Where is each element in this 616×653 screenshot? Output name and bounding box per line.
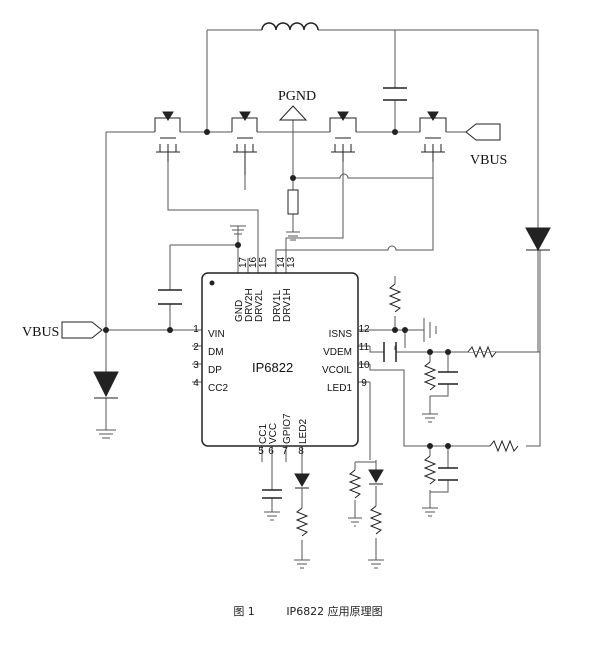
pin-label: DRV1H: [282, 288, 293, 322]
pin-number: 2: [193, 342, 199, 353]
pin-label: VCOIL: [322, 365, 352, 376]
pin-label: DRV2H: [244, 288, 255, 322]
vbus-right-label: VBUS: [470, 153, 507, 168]
pin-number: 4: [193, 378, 199, 389]
pin-number: 16: [248, 256, 259, 268]
pin-label: DM: [208, 347, 224, 358]
vin-capacitor: [158, 289, 182, 305]
pin-label: CC1: [258, 424, 269, 444]
pin-number: 12: [358, 324, 370, 335]
rail-diode: [525, 227, 551, 252]
pin-number: 1: [193, 324, 199, 335]
junctions: [103, 129, 451, 449]
vdem-capacitor: [383, 342, 397, 362]
vcoil-filter-capacitor: [438, 467, 458, 481]
pin-label: DRV2L: [254, 290, 265, 322]
led2-resistor: [295, 507, 309, 537]
mosfet-2: [231, 111, 258, 175]
vdem-resistor: [467, 345, 497, 359]
pin-number: 9: [361, 378, 367, 389]
pin-number: 15: [258, 256, 269, 268]
vbus-diode: [93, 371, 119, 398]
mosfet-4: [419, 111, 447, 162]
vcc-capacitor: [262, 489, 282, 499]
pin-label: DP: [208, 365, 222, 376]
pin-number: 3: [193, 360, 199, 371]
pin-label: LED2: [298, 419, 309, 444]
pin-label: CC2: [208, 383, 228, 394]
pin-label: DRV1L: [272, 290, 283, 322]
pgnd-label: PGND: [278, 89, 316, 104]
pin1-marker: [209, 280, 215, 286]
ic-body: [201, 272, 359, 447]
figure-number: 图 1: [233, 605, 255, 618]
mosfet-3: [329, 111, 357, 162]
coil-capacitor: [383, 87, 407, 101]
led1-resistor: [369, 505, 383, 535]
figure-title: IP6822 应用原理图: [286, 605, 383, 618]
isns-resistor: [388, 283, 402, 313]
pin-label: VCC: [268, 423, 279, 444]
vbus-left-label: VBUS: [22, 325, 59, 340]
pin-label: GND: [234, 300, 245, 322]
pin-number: 5: [258, 446, 264, 457]
vcoil-divider-resistor: [423, 455, 437, 485]
pin-number: 17: [238, 256, 249, 268]
pin-number: 6: [268, 446, 274, 457]
vdem-filter-capacitor: [438, 371, 458, 385]
pin-number: 8: [298, 446, 304, 457]
chip-name: IP6822: [252, 360, 293, 375]
pin-number: 13: [286, 256, 297, 268]
pin-label: VIN: [208, 329, 225, 340]
figure-caption: 图 1 IP6822 应用原理图: [0, 603, 616, 619]
vcoil-resistor: [489, 439, 519, 453]
pin-number: 7: [282, 446, 288, 457]
pgnd-symbol: [278, 105, 308, 121]
led-bias-resistor: [348, 469, 362, 499]
inductor: [261, 22, 319, 31]
pin-label: GPIO7: [282, 413, 293, 444]
vbus-left-connector: [61, 321, 103, 339]
vdem-divider-resistor: [423, 361, 437, 391]
led1: [368, 469, 384, 483]
gate-resistor: [287, 189, 299, 215]
pin-number: 11: [359, 342, 370, 353]
pin-number: 14: [276, 256, 287, 268]
pin-label: LED1: [327, 383, 352, 394]
pin-label: VDEM: [323, 347, 352, 358]
pin-label: ISNS: [329, 329, 353, 340]
led2: [294, 473, 310, 487]
top-rail-wire: [207, 29, 539, 210]
pin-number: 10: [358, 360, 370, 371]
vbus-right-connector: [465, 123, 501, 141]
mosfet-1: [154, 111, 181, 162]
